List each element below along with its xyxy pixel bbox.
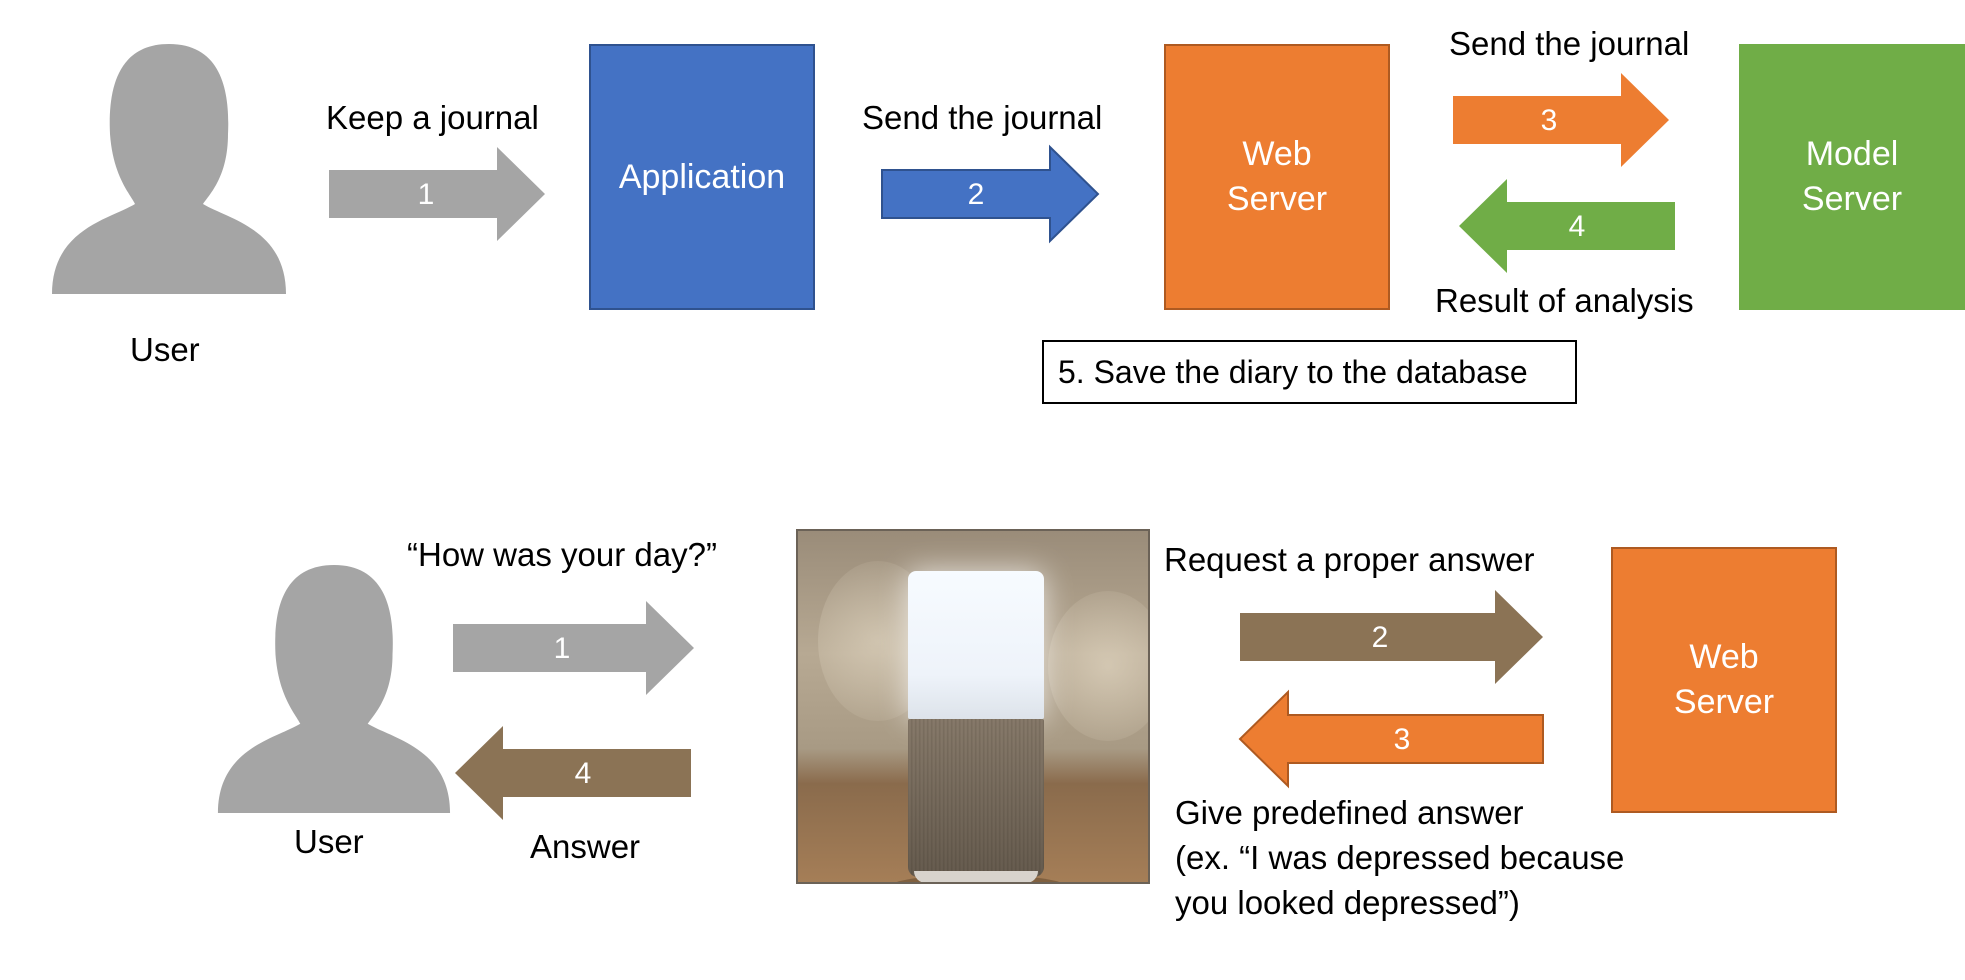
bottom-arrow-4: 4 xyxy=(455,726,691,820)
top-arrow-1: 1 xyxy=(329,147,545,241)
top-arrow-2-number: 2 xyxy=(968,178,985,211)
top-user-label: User xyxy=(130,331,200,368)
model-server-label: Model Server xyxy=(1801,135,1903,218)
bottom-web-server-box: Web Server xyxy=(1611,547,1837,813)
top-user-icon xyxy=(52,44,286,294)
bottom-user-label: User xyxy=(294,823,364,860)
top-web-server-label: Web Server xyxy=(1226,135,1328,218)
bottom-arrow-3-label: Give predefined answer xyxy=(1175,794,1524,831)
bottom-answer-example-line1: (ex. “I was depressed because xyxy=(1175,839,1625,876)
bottom-arrow-2-number: 2 xyxy=(1372,621,1389,654)
top-arrow-1-label: Keep a journal xyxy=(326,99,539,136)
bottom-arrow-1: 1 xyxy=(453,601,694,695)
bottom-arrow-3-number: 3 xyxy=(1394,723,1411,756)
top-arrow-3-label: Send the journal xyxy=(1449,25,1690,62)
bottom-arrow-2-label: Request a proper answer xyxy=(1164,541,1535,578)
application-label: Application xyxy=(618,157,786,196)
top-arrow-3-number: 3 xyxy=(1541,104,1558,137)
top-arrow-2: 2 xyxy=(881,144,1100,244)
lamp-fabric-body xyxy=(908,719,1044,877)
application-box: Application xyxy=(589,44,815,310)
top-web-server-box: Web Server xyxy=(1164,44,1390,310)
top-arrow-4-number: 4 xyxy=(1569,210,1586,243)
bottom-arrow-1-label: “How was your day?” xyxy=(407,536,717,573)
bottom-arrow-4-number: 4 xyxy=(575,757,592,790)
bottom-user-icon xyxy=(217,565,451,813)
top-arrow-3: 3 xyxy=(1453,73,1669,167)
top-arrow-4: 4 xyxy=(1459,179,1675,273)
bottom-arrow-1-number: 1 xyxy=(554,632,571,665)
save-database-note: 5. Save the diary to the database xyxy=(1042,340,1577,404)
save-database-note-text: 5. Save the diary to the database xyxy=(1058,353,1528,390)
top-arrow-2-label: Send the journal xyxy=(862,99,1103,136)
top-arrow-1-number: 1 xyxy=(418,178,435,211)
smart-speaker-photo xyxy=(796,529,1150,884)
bottom-arrow-4-label: Answer xyxy=(530,828,641,865)
lamp-light-top xyxy=(908,571,1044,719)
bottom-web-server-label: Web Server xyxy=(1673,638,1775,721)
bottom-answer-example-line2: you looked depressed”) xyxy=(1175,884,1520,921)
bottom-arrow-2: 2 xyxy=(1240,590,1543,684)
bottom-arrow-3: 3 xyxy=(1238,689,1544,789)
model-server-box: Model Server xyxy=(1739,44,1965,310)
top-arrow-4-label: Result of analysis xyxy=(1435,282,1694,319)
